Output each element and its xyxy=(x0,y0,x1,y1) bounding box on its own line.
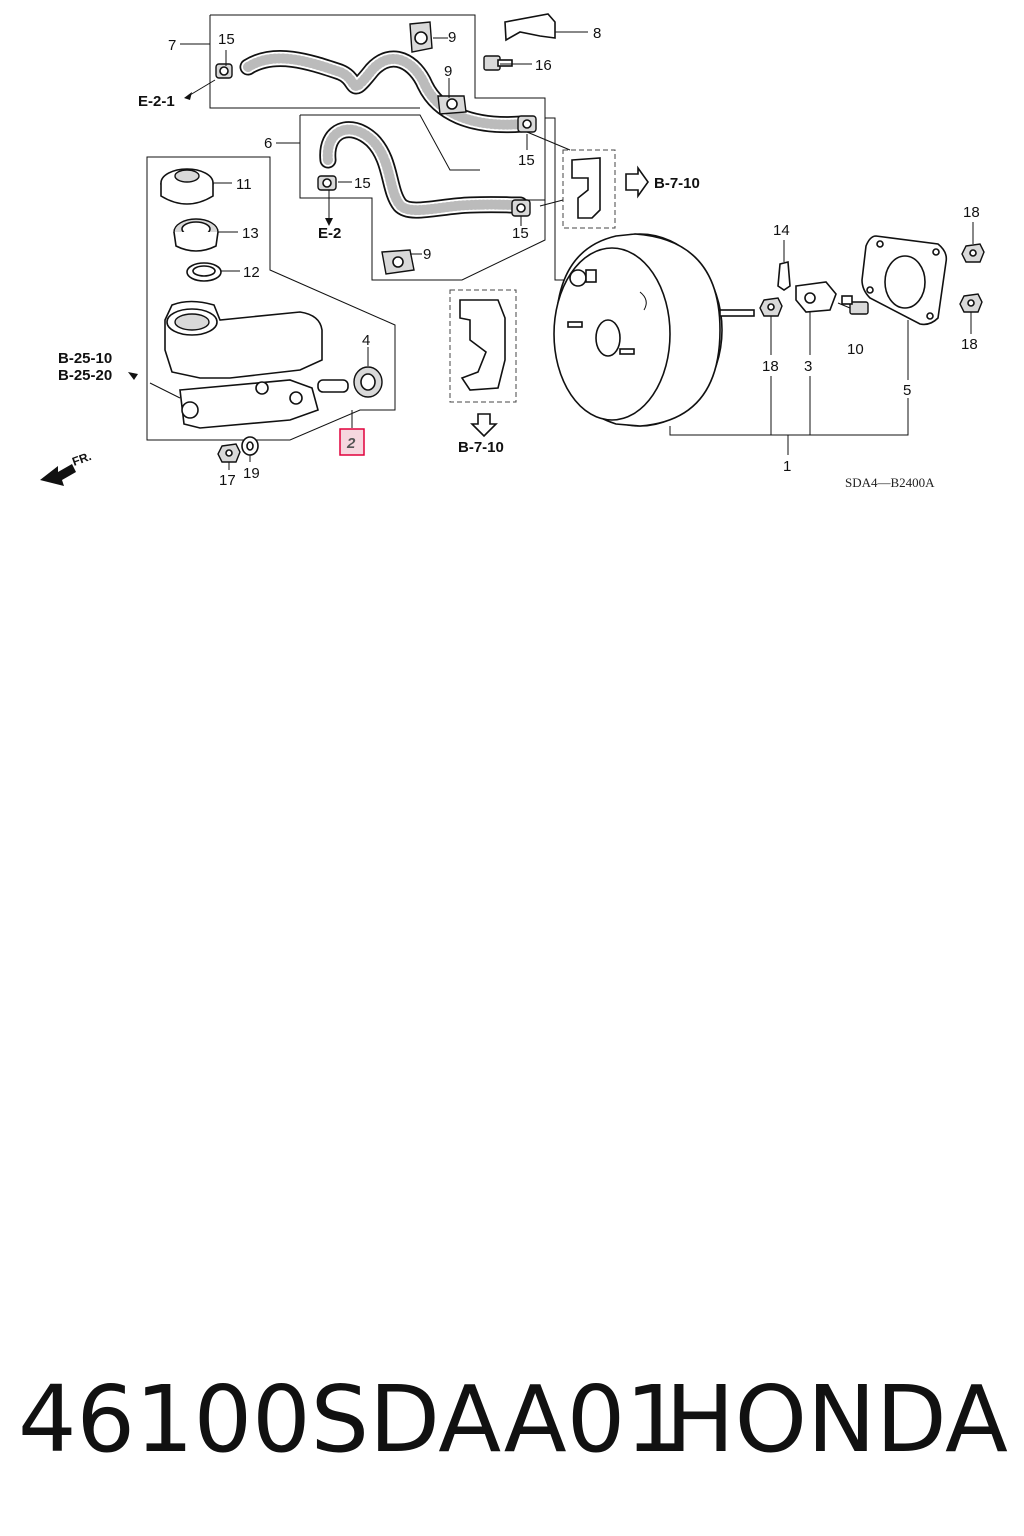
callout-8: 8 xyxy=(593,25,601,42)
callout-18-c: 18 xyxy=(961,336,978,353)
exploded-view-drawing: FR. 7 15 9 8 9 16 15 6 15 15 9 11 13 12 … xyxy=(40,13,985,490)
hose-clamp-15-c xyxy=(317,175,337,191)
group-outline-master-cylinder xyxy=(146,156,396,441)
brake-booster-1 xyxy=(553,233,755,427)
master-cylinder-body xyxy=(164,300,349,429)
callout-19: 19 xyxy=(243,465,260,482)
ref-e2: E-2 xyxy=(318,225,341,242)
arrow-e2 xyxy=(325,218,333,226)
bracket-upper xyxy=(571,157,601,219)
ref-b2510: B-25-10 xyxy=(58,350,112,367)
callout-4: 4 xyxy=(362,332,370,349)
o-ring-4 xyxy=(353,366,383,398)
highlight-part-2[interactable] xyxy=(339,428,365,456)
pin-10 xyxy=(841,295,869,315)
bolt-16 xyxy=(483,55,513,71)
joint-3 xyxy=(795,281,837,313)
diagram-code: SDA4—B2400A xyxy=(845,475,935,490)
group-outline-booster xyxy=(545,117,575,281)
callout-15-c: 15 xyxy=(354,175,371,192)
callout-16: 16 xyxy=(535,57,552,74)
callout-14: 14 xyxy=(773,222,790,239)
arrow-b710-right xyxy=(625,165,649,199)
arrow-b2510 xyxy=(128,372,138,380)
nut-18-c xyxy=(959,293,983,313)
strainer-13 xyxy=(173,218,219,252)
callout-12: 12 xyxy=(243,264,260,281)
callout-11: 11 xyxy=(236,176,252,193)
hose-clamp-15-a xyxy=(215,63,233,79)
ref-b710-down: B-7-10 xyxy=(458,439,504,456)
callout-6: 6 xyxy=(264,135,272,152)
front-direction-marker: FR. xyxy=(40,449,93,486)
callout-15-b: 15 xyxy=(518,152,535,169)
leader-lines xyxy=(149,31,974,470)
callout-3: 3 xyxy=(804,358,812,375)
caption: 46100SDAA01 HONDA xyxy=(18,1360,1008,1480)
bracket-8 xyxy=(504,13,556,42)
callout-13: 13 xyxy=(242,225,259,242)
front-marker-label: FR. xyxy=(70,449,93,469)
bracket-lower xyxy=(459,299,506,391)
hose-clamp-15-d xyxy=(511,199,531,217)
hose-holder-9-b xyxy=(437,95,467,115)
seal-12 xyxy=(186,262,222,282)
part-number: 46100SDAA01 xyxy=(18,1366,684,1473)
arrow-b710-down xyxy=(470,413,498,438)
callout-15-d: 15 xyxy=(512,225,529,242)
brand-name: HONDA xyxy=(665,1366,1008,1473)
reservoir-cap-11 xyxy=(160,168,214,205)
hose-clamp-15-b xyxy=(517,115,537,133)
callout-9-a: 9 xyxy=(448,29,456,46)
callout-7: 7 xyxy=(168,37,176,54)
washer-19 xyxy=(241,436,259,456)
nut-18-b xyxy=(961,243,985,263)
vacuum-hose-6 xyxy=(319,121,529,219)
arrow-e21 xyxy=(184,92,192,100)
callout-18-b: 18 xyxy=(963,204,980,221)
nut-18-a xyxy=(759,297,783,317)
callout-10: 10 xyxy=(847,341,864,358)
callout-5: 5 xyxy=(903,382,911,399)
ref-b710-right: B-7-10 xyxy=(654,175,700,192)
callout-9-c: 9 xyxy=(423,246,431,263)
ref-b2520: B-25-20 xyxy=(58,367,112,384)
group-outline-hose-7 xyxy=(209,14,546,201)
nut-17 xyxy=(217,443,241,463)
ref-e21: E-2-1 xyxy=(138,93,175,110)
bracket-box-lower xyxy=(449,289,517,403)
bracket-box-upper xyxy=(562,149,616,229)
callout-9-b: 9 xyxy=(444,63,452,80)
callout-1: 1 xyxy=(783,458,791,475)
group-outline-hose-6 xyxy=(299,114,546,281)
callout-18-a: 18 xyxy=(762,358,779,375)
hose-holder-9-a xyxy=(409,21,433,53)
gasket-5 xyxy=(861,235,948,326)
callout-15-a: 15 xyxy=(218,31,235,48)
callout-2[interactable]: 2 xyxy=(346,435,356,452)
clip-14 xyxy=(777,260,791,291)
hose-holder-9-c xyxy=(381,249,415,275)
callout-17: 17 xyxy=(219,472,236,489)
